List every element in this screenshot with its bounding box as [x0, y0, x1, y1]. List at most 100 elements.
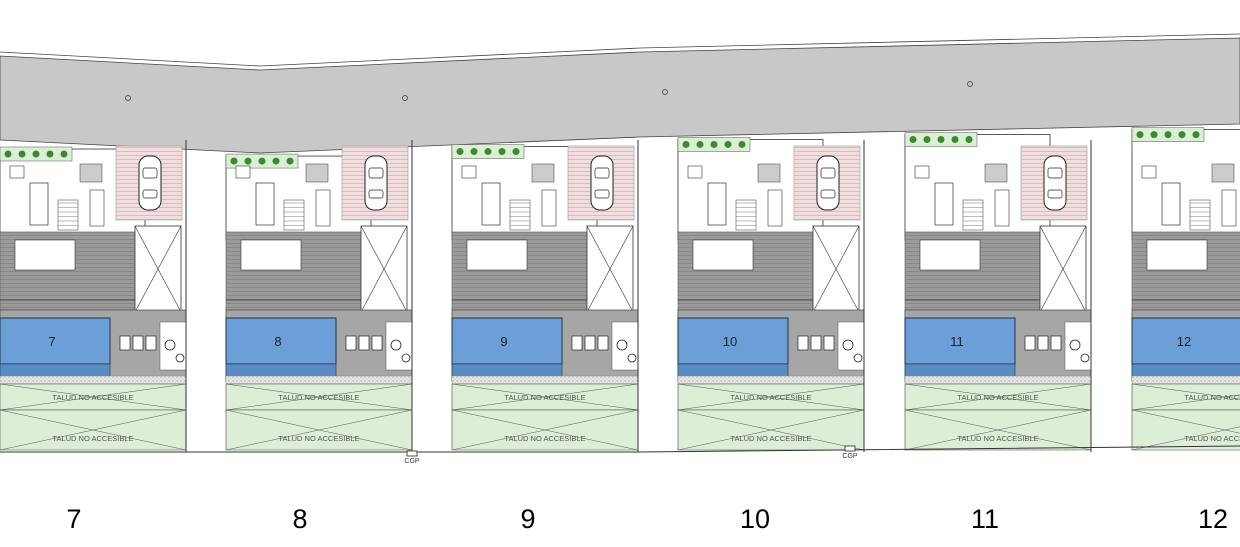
plot-number-label: 10 [740, 504, 770, 534]
pool [451, 317, 563, 365]
talud-hatch [1131, 394, 1240, 411]
gravel-strip [225, 375, 413, 385]
side-garden [159, 321, 187, 371]
shrub [951, 136, 959, 144]
talud-hatch [1131, 426, 1240, 451]
lounger [345, 335, 357, 351]
lounger [371, 335, 383, 351]
shrub [46, 150, 54, 158]
sofa [984, 163, 1008, 183]
pool [0, 317, 111, 365]
shrub [258, 157, 266, 165]
pool-label: 8 [274, 334, 281, 349]
talud-upper-label: TALUD NO ACCESIBLE [730, 393, 811, 402]
kitchen-counter [994, 189, 1010, 227]
shrub [286, 157, 294, 165]
plant [390, 339, 402, 351]
shrub [230, 157, 238, 165]
lounger [584, 335, 596, 351]
talud-upper-label: TALUD NO ACCESIBLE [1184, 393, 1240, 402]
talud-upper-label: TALUD NO ACCESIBLE [957, 393, 1038, 402]
streetlight-icon [402, 95, 408, 101]
talud-lower-label: TALUD NO ACCESIBLE [957, 434, 1038, 443]
shrub [682, 140, 690, 148]
shrub [18, 150, 26, 158]
table [29, 182, 49, 226]
kitchen-counter [541, 189, 557, 227]
armchair [461, 165, 477, 179]
table [481, 182, 501, 226]
site-boundary [0, 445, 1240, 453]
talud-hatch [677, 409, 865, 451]
car [816, 155, 840, 211]
lounger [571, 335, 583, 351]
shrub [498, 148, 506, 156]
lounger [358, 335, 370, 351]
side-garden [1064, 321, 1092, 371]
cgp-label: CGP [842, 453, 858, 460]
talud-upper-label: TALUD NO ACCESIBLE [278, 393, 359, 402]
plant [1080, 353, 1090, 363]
plant [616, 339, 628, 351]
gravel-strip [904, 375, 1092, 385]
kitchen-counter [1221, 189, 1237, 227]
talud-lower-label: TALUD NO ACCESIBLE [504, 434, 585, 443]
cgp-label: CGP [404, 458, 420, 465]
shrub [484, 148, 492, 156]
table [934, 182, 954, 226]
gravel-strip [0, 375, 187, 385]
shrub [1150, 131, 1158, 139]
pool-label: 9 [500, 334, 507, 349]
car-windshield [820, 167, 836, 179]
talud-hatch [0, 409, 187, 451]
lounger [119, 335, 131, 351]
lounger [145, 335, 157, 351]
plot-number-label: 8 [292, 504, 307, 534]
shrub [272, 157, 280, 165]
shrub [456, 148, 464, 156]
shrub [724, 140, 732, 148]
lounger [1050, 335, 1062, 351]
car-windshield [594, 167, 610, 179]
talud-lower [1131, 409, 1240, 451]
plant [627, 353, 637, 363]
cgp-box [406, 450, 418, 457]
shrub [1136, 131, 1144, 139]
talud-lower-label: TALUD NO ACCESIBLE [52, 434, 133, 443]
shrub [32, 150, 40, 158]
outdoor-dining [240, 239, 302, 271]
shrub [60, 150, 68, 158]
side-garden [611, 321, 639, 371]
kitchen-counter [767, 189, 783, 227]
outdoor-dining [692, 239, 754, 271]
plot-number-label: 9 [520, 504, 535, 534]
plot-number-label: 11 [971, 504, 999, 534]
talud-hatch [677, 383, 865, 411]
car-rear-window [142, 189, 158, 199]
road [0, 37, 1240, 154]
armchair [687, 165, 703, 179]
pool-label: 11 [950, 334, 964, 349]
lounger [1037, 335, 1049, 351]
streetlight-icon [967, 81, 973, 87]
pool-label: 10 [723, 334, 737, 349]
pool [225, 317, 337, 365]
plot-number-label: 12 [1198, 504, 1228, 534]
sofa [757, 163, 781, 183]
plant [1069, 339, 1081, 351]
plant [175, 353, 185, 363]
talud-hatch [225, 383, 413, 411]
talud-hatch [451, 383, 639, 411]
lounger [1024, 335, 1036, 351]
kitchen-counter [315, 189, 331, 227]
pool [1131, 317, 1240, 365]
table [255, 182, 275, 226]
lounger [823, 335, 835, 351]
car-rear-window [594, 189, 610, 199]
pool-label: 7 [48, 334, 55, 349]
